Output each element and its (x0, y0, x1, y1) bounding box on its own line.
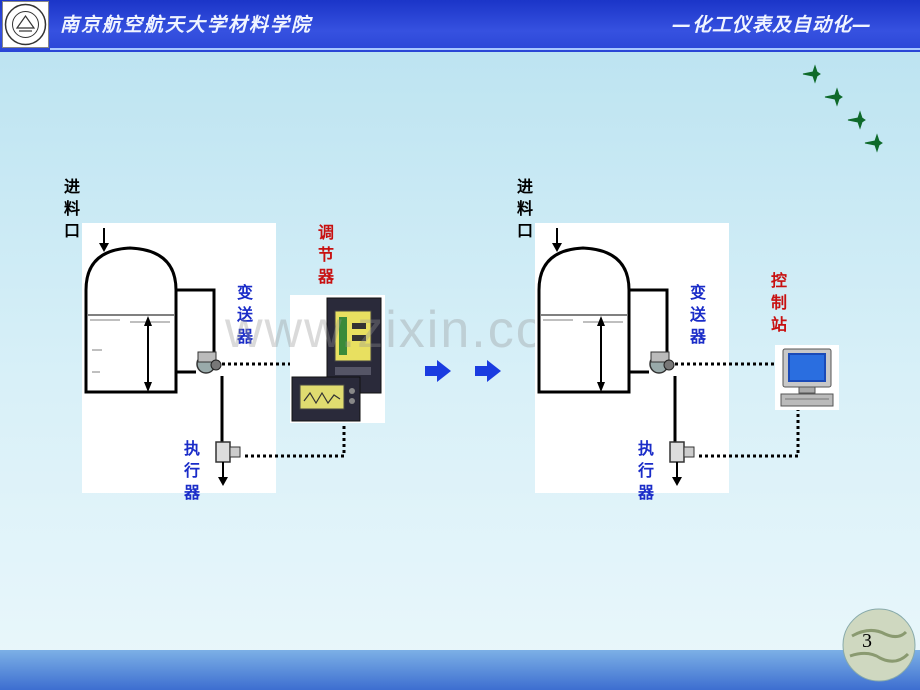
left-inlet-label: 进料口 (63, 177, 80, 240)
footer-bar (0, 650, 920, 690)
school-name: 南京航空航天大学材料学院 (60, 14, 313, 36)
decorative-stars-icon (802, 64, 883, 153)
right-transmitter-label: 变送器 (689, 283, 706, 346)
header-bar: 南京航空航天大学材料学院 —化工仪表及自动化— (0, 0, 920, 52)
right-actuator-label: 执行器 (637, 439, 654, 502)
header-divider (50, 48, 920, 50)
page-number: 3 (862, 630, 872, 652)
left-transmitter-label: 变送器 (236, 283, 253, 346)
left-actuator-label: 执行器 (183, 439, 200, 502)
computer-icon (775, 345, 839, 410)
course-title: —化工仪表及自动化— (671, 14, 872, 36)
controller-device (290, 295, 385, 423)
globe-icon (842, 608, 916, 682)
right-control-station-label: 控制站 (770, 271, 787, 334)
right-inlet-label: 进料口 (516, 177, 533, 240)
left-controller-label: 调节器 (317, 223, 334, 286)
double-arrow-icon (425, 360, 501, 382)
right-process-diagram (537, 228, 800, 486)
university-logo (2, 1, 49, 48)
